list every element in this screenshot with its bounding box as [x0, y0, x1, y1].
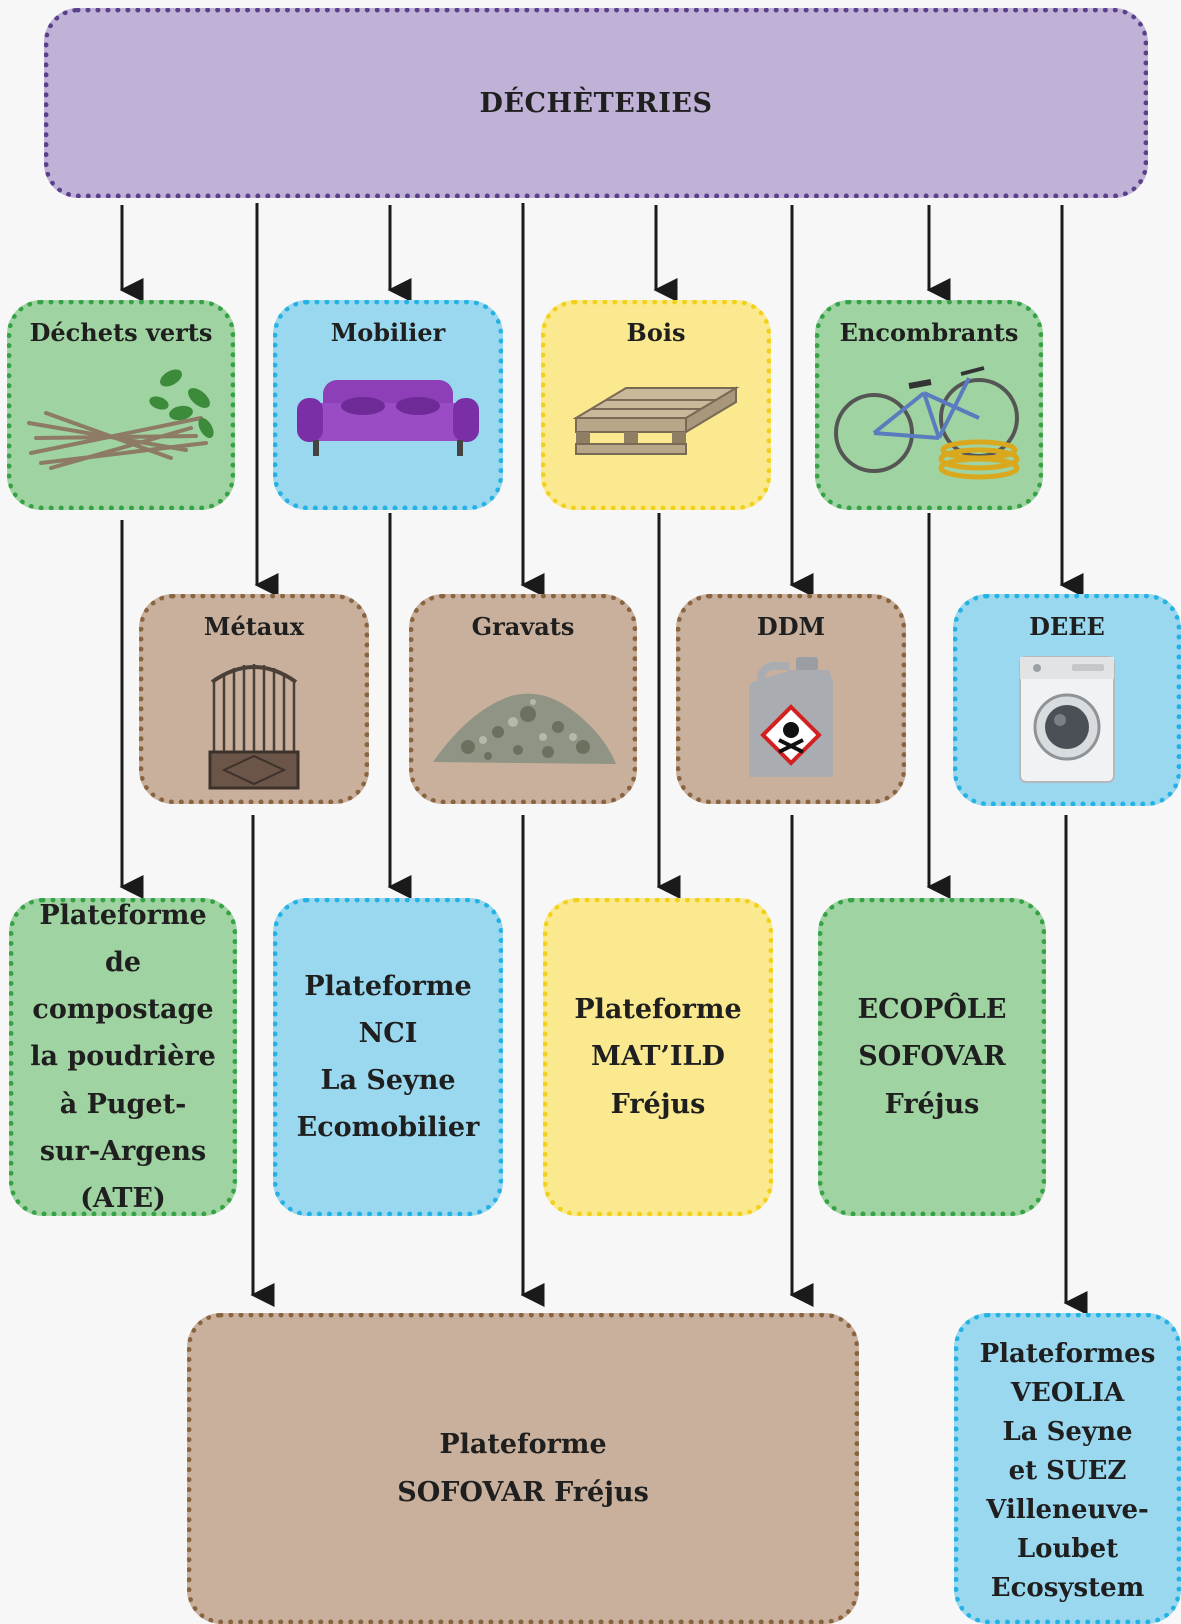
destination-line: ECOPÔLE	[857, 994, 1007, 1026]
category-label: Mobilier	[330, 318, 446, 347]
destination-line: VEOLIA	[1010, 1378, 1125, 1408]
gate-icon	[208, 663, 300, 790]
destination-line: sur-Argens	[39, 1135, 207, 1167]
destination-line: Plateforme	[574, 994, 742, 1026]
destination-line: Villeneuve-	[986, 1495, 1149, 1525]
category-deee: DEEE	[953, 594, 1181, 806]
destination-line: (ATE)	[80, 1183, 166, 1215]
category-encombrants: Encombrants	[815, 300, 1043, 510]
pallet-icon	[572, 386, 740, 455]
destination-line: Loubet	[1016, 1534, 1119, 1564]
bicycle-icon	[834, 365, 1020, 480]
destination-line: SOFOVAR Fréjus	[397, 1476, 649, 1508]
destination-line: Plateforme	[439, 1429, 607, 1461]
category-label: Gravats	[471, 612, 575, 641]
sofa-icon	[297, 379, 479, 456]
category-label: Bois	[626, 318, 686, 347]
destination-line: à Puget-	[59, 1088, 187, 1120]
category-label: Déchets verts	[29, 318, 213, 347]
toxic-canister-icon	[749, 656, 833, 777]
destination-line: La Seyne	[320, 1065, 456, 1096]
destination-nci: Plateforme NCI La Seyne Ecomobilier	[273, 898, 503, 1216]
rubble-icon	[433, 693, 616, 764]
washing-machine-icon	[1019, 655, 1115, 783]
destination-line: Fréjus	[884, 1088, 980, 1120]
decheteries-title: DÉCHÈTERIES	[479, 87, 713, 119]
destination-line: de	[104, 946, 142, 978]
destination-line: Ecosystem	[990, 1573, 1145, 1603]
destination-matild: Plateforme MAT’ILD Fréjus	[543, 898, 773, 1216]
destination-sofovar: Plateforme SOFOVAR Fréjus	[187, 1313, 859, 1624]
destination-line: MAT’ILD	[591, 1041, 725, 1073]
destination-compostage: Plateforme de compostage la poudrière à …	[9, 898, 237, 1216]
category-mobilier: Mobilier	[273, 300, 503, 510]
category-ddm: DDM	[676, 594, 906, 804]
category-metaux: Métaux	[139, 594, 369, 804]
destination-line: Plateforme	[39, 899, 207, 931]
category-gravats: Gravats	[409, 594, 637, 804]
destination-line: Plateforme	[304, 970, 472, 1002]
decheteries-box: DÉCHÈTERIES	[44, 8, 1148, 198]
destination-line: La Seyne	[1002, 1417, 1133, 1447]
destination-line: la poudrière	[30, 1041, 216, 1073]
destination-line: SOFOVAR	[858, 1041, 1006, 1073]
destination-line: compostage	[32, 994, 214, 1026]
category-dechets-verts: Déchets verts	[7, 300, 235, 510]
category-label: Métaux	[203, 612, 305, 641]
destination-line: Fréjus	[610, 1088, 706, 1120]
destination-line: Ecomobilier	[296, 1112, 480, 1144]
destination-line: et SUEZ	[1008, 1456, 1127, 1486]
destination-line: NCI	[358, 1017, 418, 1049]
destination-veolia: Plateformes VEOLIA La Seyne et SUEZ Vill…	[954, 1313, 1181, 1624]
category-bois: Bois	[541, 300, 771, 510]
destination-ecopole: ECOPÔLE SOFOVAR Fréjus	[818, 898, 1046, 1216]
category-label: Encombrants	[839, 318, 1019, 347]
category-label: DEEE	[1029, 612, 1105, 641]
branches-icon	[27, 369, 214, 470]
destination-line: Plateformes	[979, 1339, 1156, 1369]
category-label: DDM	[756, 612, 826, 641]
